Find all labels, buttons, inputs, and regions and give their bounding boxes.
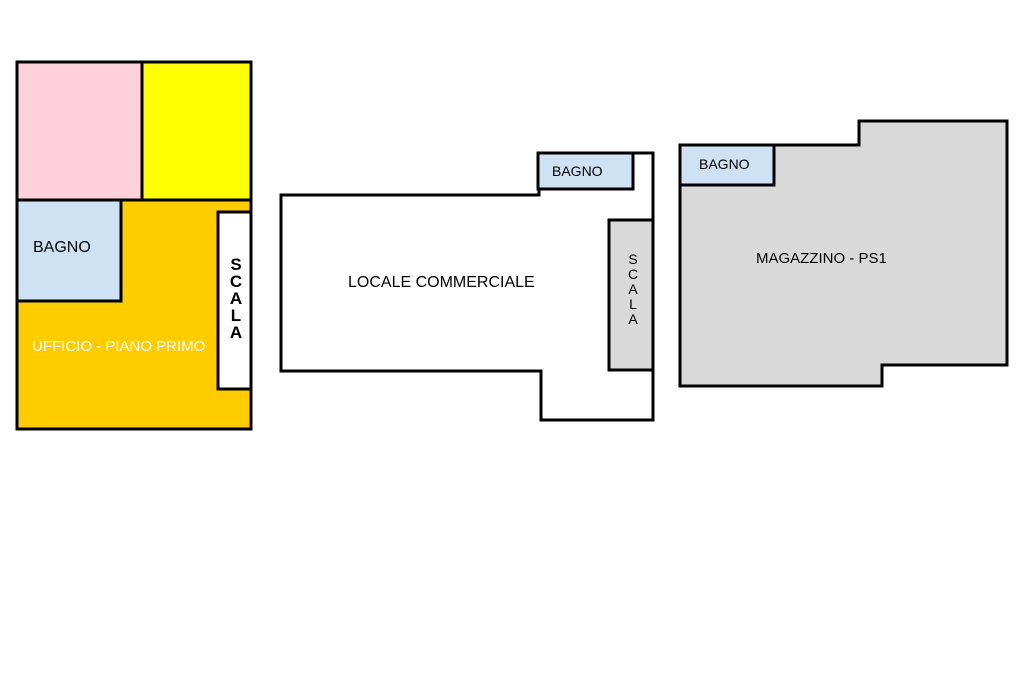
office-room-pink [15, 60, 144, 202]
shop-stair [607, 218, 655, 372]
shop-area-label: LOCALE COMMERCIALE [348, 274, 535, 291]
warehouse-floor [678, 119, 1009, 388]
office-bathroom [15, 198, 123, 303]
warehouse-area-label: MAGAZZINO - PS1 [756, 250, 887, 267]
warehouse-bathroom-label: BAGNO [699, 156, 750, 172]
office-stair [216, 210, 253, 391]
shop-bathroom-label: BAGNO [552, 163, 603, 179]
warehouse-floor-plan: BAGNO MAGAZZINO - PS1 [678, 119, 1009, 388]
office-room-yellow [140, 60, 253, 202]
warehouse-bathroom [678, 143, 776, 187]
shop-bathroom [536, 151, 635, 191]
office-area-label: UFFICIO - PIANO PRIMO [32, 338, 205, 355]
office-bathroom-label: BAGNO [33, 239, 91, 256]
